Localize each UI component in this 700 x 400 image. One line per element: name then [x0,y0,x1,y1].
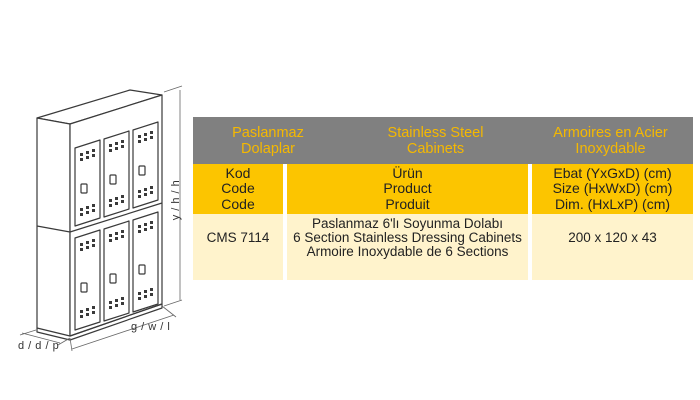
door-upper-3 [132,121,159,209]
table-row-spacer [193,262,693,280]
product-code: CMS 7114 [193,214,283,262]
width-dimension-label: g / w / l [131,321,171,333]
header-french: Armoires en Acier Inoxydable [553,124,668,157]
table-header-row: Paslanmaz Dolaplar Stainless Steel Cabin… [193,117,693,164]
header-english: Stainless Steel Cabinets [387,124,484,157]
code-label: Kod Code Code [193,164,283,214]
lock-icon [80,282,88,293]
header-turkish: Paslanmaz Dolaplar [232,124,304,157]
width-dimension-line [71,314,175,350]
door-lower-1 [74,229,101,331]
product-label: Ürün Product Produit [283,164,528,214]
table-label-row: Kod Code Code Ürün Product Produit Ebat … [193,164,693,214]
door-upper-2 [103,130,130,218]
lock-icon [138,264,146,275]
height-dimension-label: y / h / h [170,179,182,221]
product-size: 200 x 120 x 43 [528,214,693,262]
lock-icon [109,273,117,284]
lock-icon [109,174,117,185]
size-label: Ebat (YxGxD) (cm) Size (HxWxD) (cm) Dim.… [528,164,693,214]
depth-dimension-line [21,332,61,344]
lock-icon [138,165,146,176]
door-lower-2 [103,220,130,322]
product-table: Paslanmaz Dolaplar Stainless Steel Cabin… [193,117,693,280]
door-upper-1 [74,139,101,227]
product-name: Paslanmaz 6'lı Soyunma Dolabı 6 Section … [283,214,528,262]
depth-dimension-label: d / d / p [18,340,60,352]
door-lower-3 [132,211,159,313]
table-row: CMS 7114 Paslanmaz 6'lı Soyunma Dolabı 6… [193,214,693,262]
cabinet-shelf-line [69,202,163,233]
lock-icon [80,183,88,194]
